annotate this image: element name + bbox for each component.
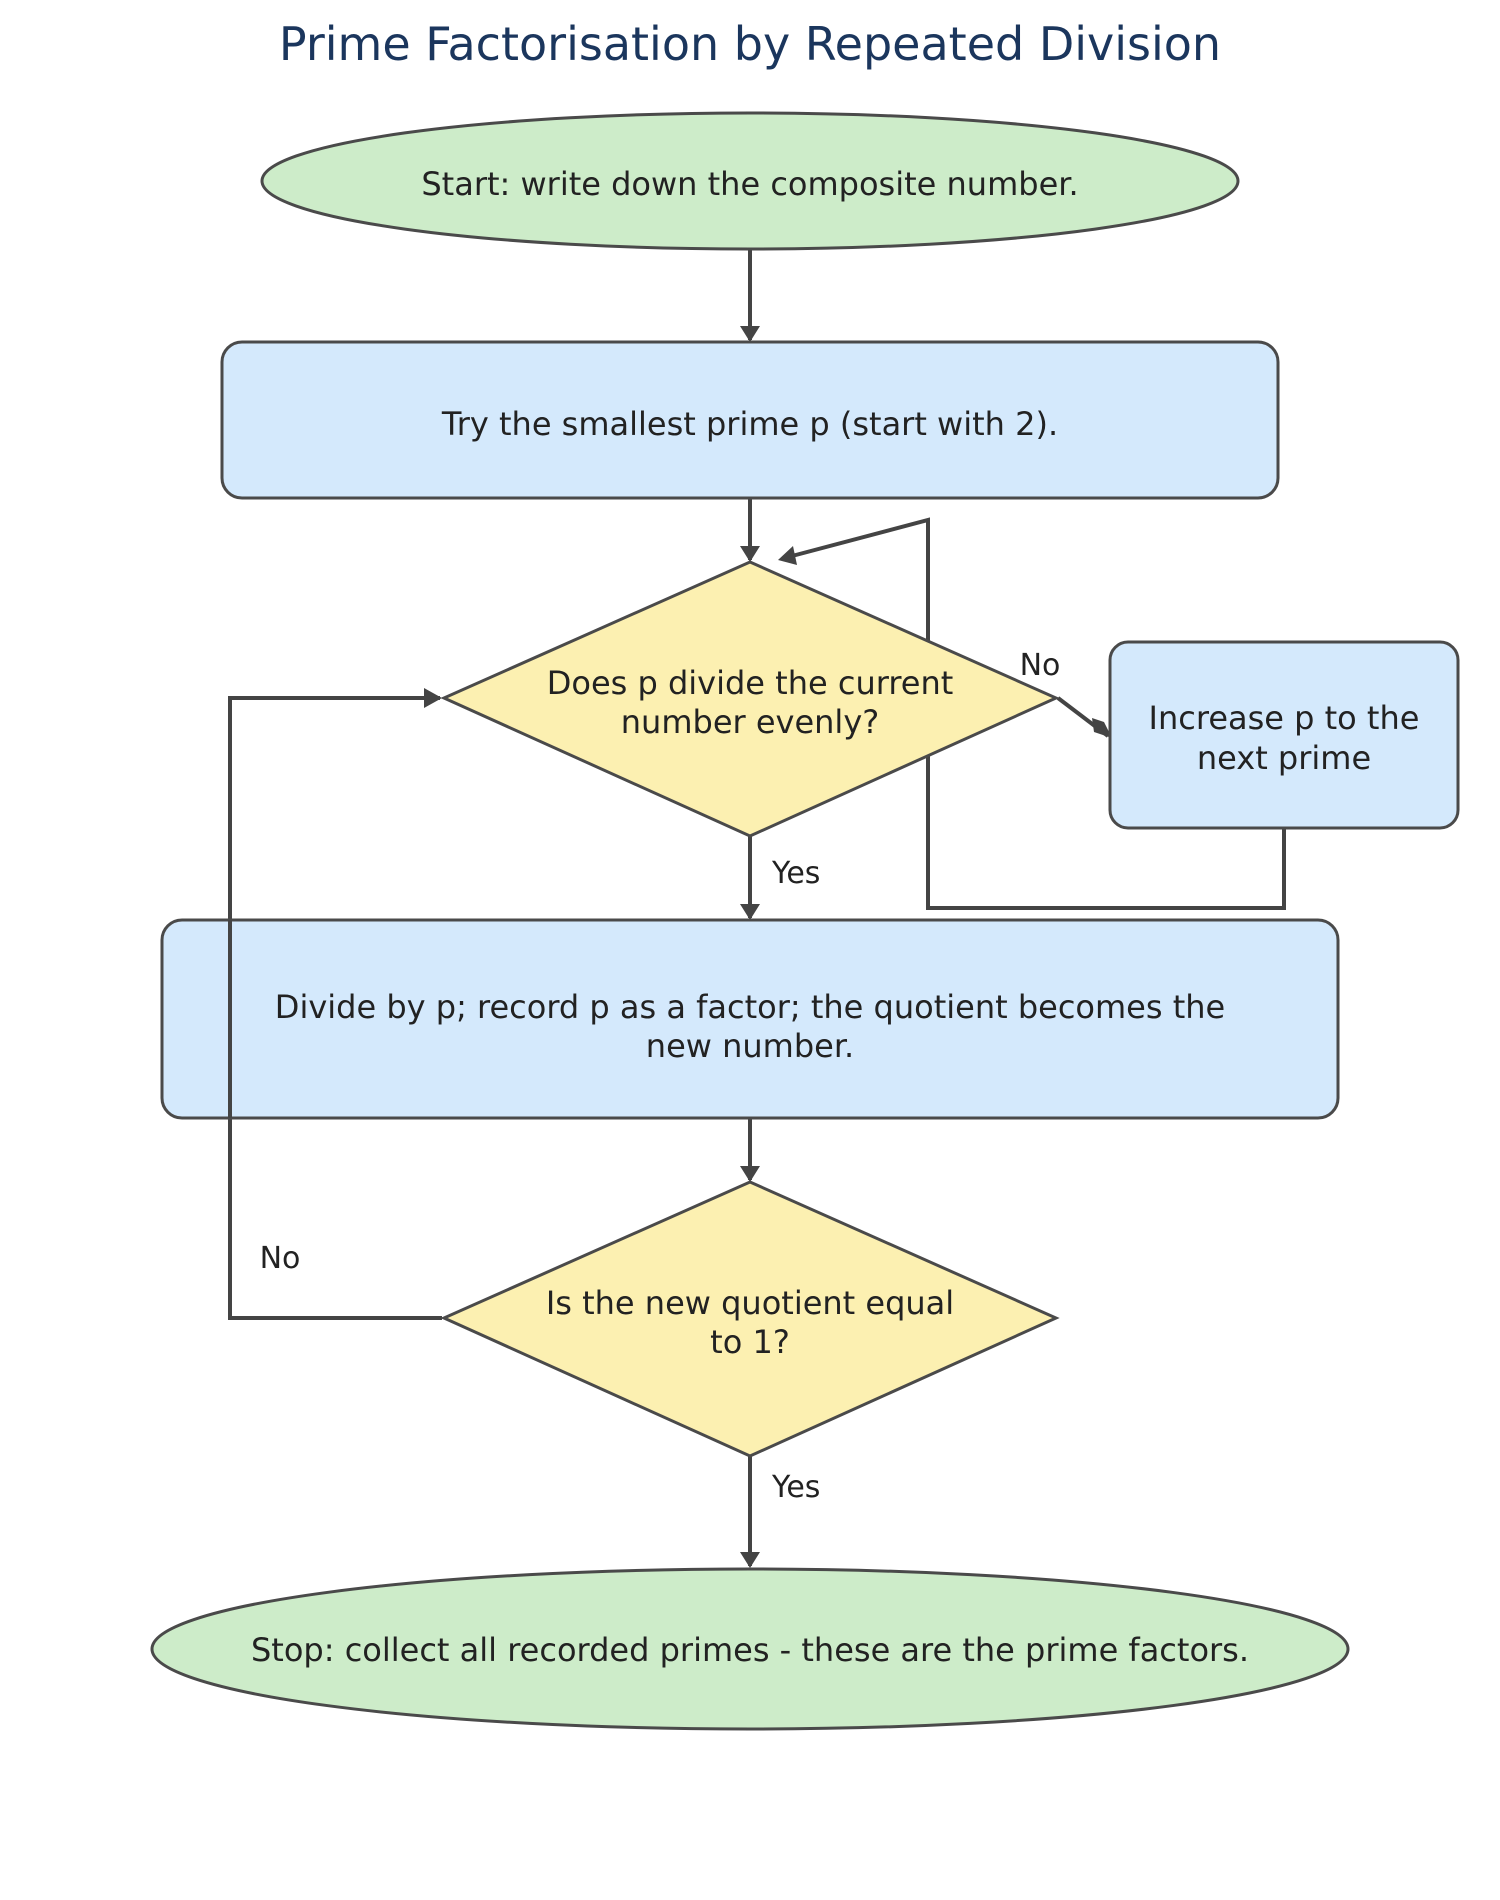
quotient-check-label-line2: to 1? xyxy=(710,1323,790,1361)
arrowhead-check-no xyxy=(1092,718,1112,738)
divides-check-diamond xyxy=(440,560,1060,838)
divide-node: Divide by p; record p as a factor; the q… xyxy=(160,918,1340,1120)
quotient-check-diamond xyxy=(440,1180,1060,1458)
try-prime-node: Try the smallest prime p (start with 2). xyxy=(220,340,1280,500)
divide-label-line2: new number. xyxy=(646,1027,854,1065)
arrowhead-divide-to-quotient xyxy=(740,1166,760,1182)
quotient-check-node: Is the new quotient equal to 1? xyxy=(440,1180,1060,1458)
increase-p-node: Increase p to the next prime xyxy=(1108,640,1460,830)
start-ellipse xyxy=(260,111,1240,251)
edge-label-quotient-yes: Yes xyxy=(771,1470,820,1505)
divide-box xyxy=(160,918,1340,1120)
divide-label-line1: Divide by p; record p as a factor; the q… xyxy=(275,988,1225,1026)
start-node: Start: write down the composite number. xyxy=(260,111,1240,251)
edge-increase-back xyxy=(791,517,1286,910)
diagram-title: Prime Factorisation by Repeated Division xyxy=(279,17,1221,71)
stop-node-label: Stop: collect all recorded primes - thes… xyxy=(251,1631,1249,1669)
arrowhead-increase-back xyxy=(778,546,797,565)
arrowhead-try-to-check xyxy=(740,546,760,562)
stop-node: Stop: collect all recorded primes - thes… xyxy=(150,1567,1350,1731)
arrowhead-quotient-no xyxy=(424,688,442,708)
edge-label-quotient-no: No xyxy=(260,1241,301,1276)
quotient-check-label-line1: Is the new quotient equal xyxy=(546,1284,954,1322)
divides-check-label-line2: number evenly? xyxy=(621,703,879,741)
arrowhead-quotient-yes xyxy=(740,1552,760,1568)
increase-p-label-line1: Increase p to the xyxy=(1149,699,1420,737)
divides-check-label-line1: Does p divide the current xyxy=(547,664,954,702)
increase-p-box xyxy=(1108,640,1460,830)
edge-label-check-yes: Yes xyxy=(771,856,820,891)
edge-label-check-no: No xyxy=(1020,648,1061,683)
try-prime-box xyxy=(220,340,1280,500)
start-node-label: Start: write down the composite number. xyxy=(421,165,1078,203)
increase-p-label-line2: next prime xyxy=(1197,739,1371,777)
stop-ellipse xyxy=(150,1567,1350,1731)
try-prime-node-label: Try the smallest prime p (start with 2). xyxy=(441,405,1058,443)
divides-check-node: Does p divide the current number evenly? xyxy=(440,560,1060,838)
arrowhead-start-to-try xyxy=(740,326,760,342)
arrowhead-check-yes xyxy=(740,904,760,920)
